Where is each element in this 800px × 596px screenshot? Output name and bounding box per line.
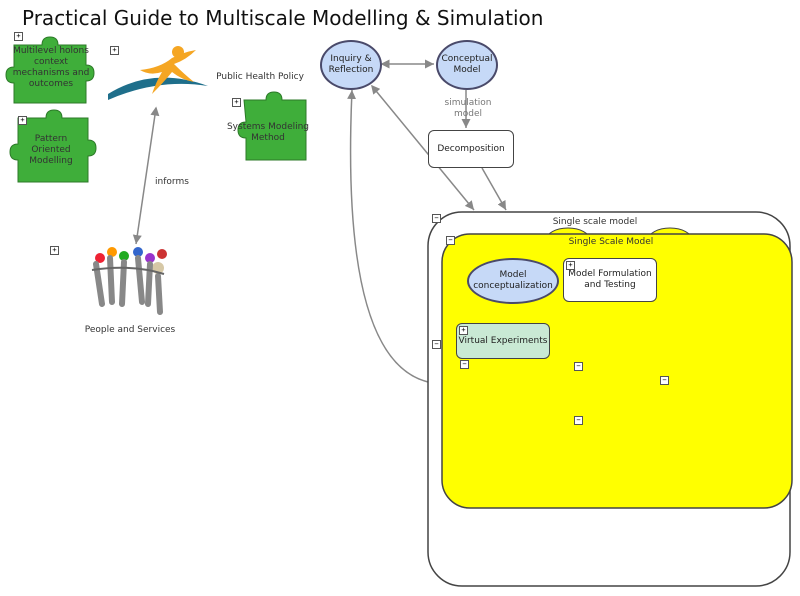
expand-toggle[interactable]: + xyxy=(459,326,468,335)
container-single-scale-model[interactable]: Single scale model xyxy=(552,217,638,227)
runner-logo-icon xyxy=(108,46,208,100)
puzzle-icon xyxy=(5,36,95,104)
container-single-scale-model-inner[interactable]: Single Scale Model xyxy=(568,237,654,247)
node-pattern-oriented[interactable]: Pattern Oriented Modelling xyxy=(29,134,73,166)
node-conceptual-model[interactable]: Conceptual Model xyxy=(436,40,498,90)
expand-toggle[interactable]: + xyxy=(18,116,27,125)
people-group-icon xyxy=(91,247,167,315)
edge-label-informs: informs xyxy=(155,177,189,187)
collapse-toggle[interactable]: − xyxy=(460,360,469,369)
edge-label-simulation-model: simulation model xyxy=(444,98,492,119)
collapse-toggle[interactable]: − xyxy=(574,362,583,371)
node-model-conceptualization[interactable]: Model conceptualization xyxy=(467,258,559,304)
expand-toggle[interactable]: + xyxy=(50,246,59,255)
collapse-toggle[interactable]: − xyxy=(574,416,583,425)
puzzle-icon xyxy=(237,91,307,161)
node-virtual-experiments[interactable]: Virtual Experiments xyxy=(456,323,550,359)
expand-toggle[interactable]: + xyxy=(232,98,241,107)
node-public-health-policy[interactable]: Public Health Policy xyxy=(216,72,304,82)
node-decomposition[interactable]: Decomposition xyxy=(428,130,514,168)
page-title: Practical Guide to Multiscale Modelling … xyxy=(22,6,544,30)
expand-toggle[interactable]: + xyxy=(110,46,119,55)
node-inquiry-reflection[interactable]: Inquiry & Reflection xyxy=(320,40,382,90)
node-multilevel-holons[interactable]: Multilevel holons context mechanisms and… xyxy=(12,46,90,89)
node-people-services[interactable]: People and Services xyxy=(84,325,176,335)
expand-toggle[interactable]: + xyxy=(14,32,23,41)
collapse-toggle[interactable]: − xyxy=(660,376,669,385)
collapse-toggle[interactable]: − xyxy=(432,214,441,223)
collapse-toggle[interactable]: − xyxy=(432,340,441,349)
node-model-formulation[interactable]: Model Formulation and Testing xyxy=(563,258,657,302)
node-systems-modeling[interactable]: Systems Modeling Method xyxy=(226,122,310,143)
expand-toggle[interactable]: + xyxy=(566,261,575,270)
collapse-toggle[interactable]: − xyxy=(446,236,455,245)
puzzle-icon xyxy=(9,109,97,183)
